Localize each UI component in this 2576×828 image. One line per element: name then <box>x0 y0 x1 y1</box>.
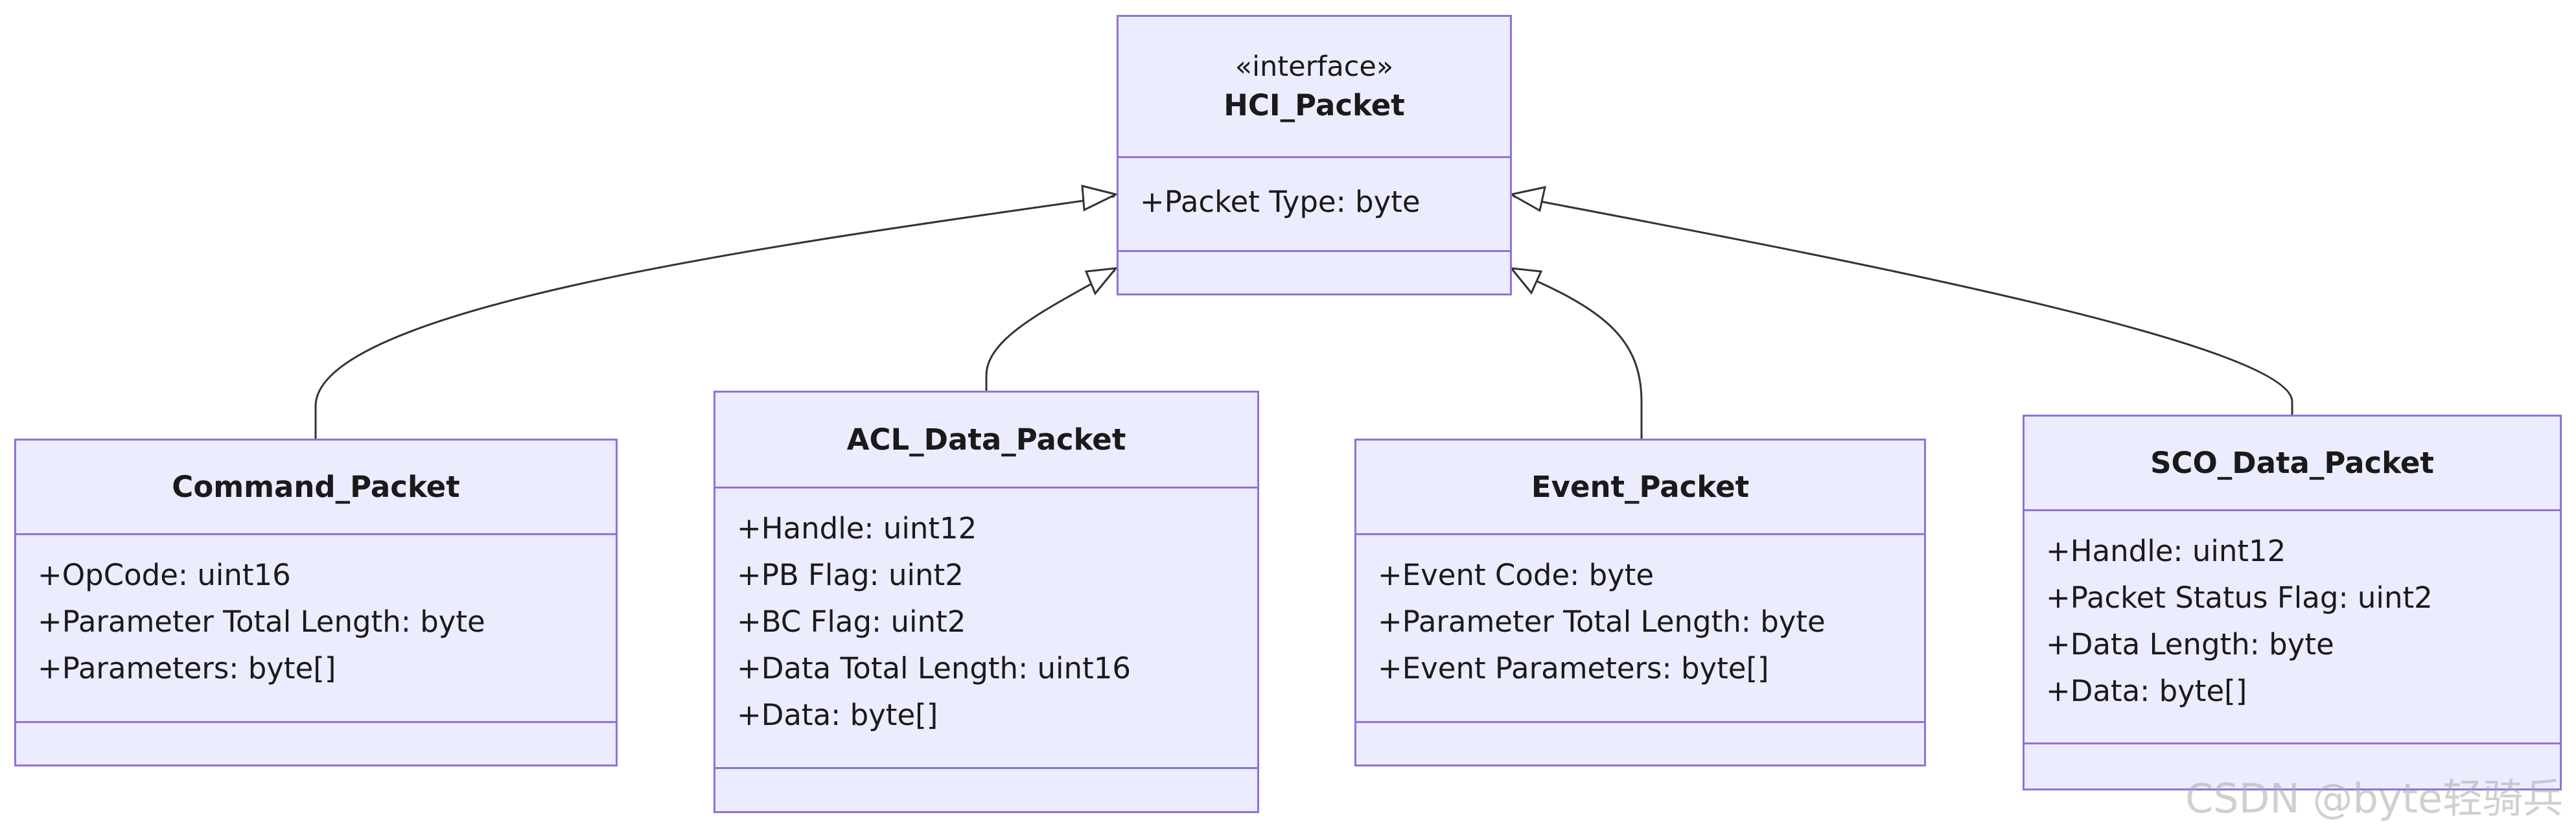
attribute: +Event Parameters: byte[] <box>1378 651 1769 685</box>
arrowhead-command <box>1081 185 1119 212</box>
class-acl-data-packet: ACL_Data_Packet +Handle: uint12 +PB Flag… <box>714 391 1259 813</box>
interface-header: «interface» HCI_Packet <box>1119 17 1510 158</box>
attribute: +OpCode: uint16 <box>38 558 291 592</box>
class-header: SCO_Data_Packet <box>2025 417 2560 511</box>
class-sco-data-packet: SCO_Data_Packet +Handle: uint12 +Packet … <box>2023 415 2562 790</box>
attribute: +Parameter Total Length: byte <box>1378 604 1826 639</box>
class-attributes: +Event Code: byte +Parameter Total Lengt… <box>1356 535 1924 723</box>
class-methods <box>16 723 616 765</box>
interface-attributes: +Packet Type: byte <box>1119 158 1510 252</box>
attribute: +Packet Status Flag: uint2 <box>2046 581 2433 615</box>
edge-acl-to-interface <box>985 270 1115 391</box>
edge-event-to-interface <box>1513 270 1643 439</box>
attribute: +Parameters: byte[] <box>38 651 336 685</box>
class-header: ACL_Data_Packet <box>715 393 1257 489</box>
attribute: +Data Total Length: uint16 <box>737 651 1131 685</box>
edge-sco-to-interface <box>1513 195 2293 415</box>
interface-stereotype: «interface» <box>1235 50 1394 83</box>
attribute: +Handle: uint12 <box>2046 534 2286 568</box>
class-attributes: +OpCode: uint16 +Parameter Total Length:… <box>16 535 616 723</box>
class-methods <box>715 769 1257 811</box>
class-attributes: +Handle: uint12 +PB Flag: uint2 +BC Flag… <box>715 489 1257 769</box>
class-name: Command_Packet <box>172 469 460 504</box>
arrowhead-event <box>1509 267 1543 295</box>
arrowhead-sco <box>1508 186 1546 213</box>
edge-command-to-interface <box>314 195 1115 439</box>
class-command-packet: Command_Packet +OpCode: uint16 +Paramete… <box>14 439 618 766</box>
class-name: SCO_Data_Packet <box>2150 445 2434 480</box>
attribute: +Handle: uint12 <box>737 511 977 546</box>
attribute: +Event Code: byte <box>1378 558 1654 592</box>
attribute: +BC Flag: uint2 <box>737 604 966 639</box>
class-name: Event_Packet <box>1531 469 1750 504</box>
attribute: +Parameter Total Length: byte <box>38 604 485 639</box>
attribute: +Packet Type: byte <box>1140 185 1421 219</box>
arrowhead-acl <box>1084 267 1119 295</box>
interface-hci-packet: «interface» HCI_Packet +Packet Type: byt… <box>1117 15 1512 295</box>
class-methods <box>1356 723 1924 765</box>
class-header: Command_Packet <box>16 441 616 535</box>
attribute: +PB Flag: uint2 <box>737 558 964 592</box>
class-name: ACL_Data_Packet <box>846 422 1126 457</box>
attribute: +Data: byte[] <box>2046 674 2247 708</box>
interface-name: HCI_Packet <box>1224 87 1405 122</box>
class-event-packet: Event_Packet +Event Code: byte +Paramete… <box>1354 439 1926 766</box>
attribute: +Data: byte[] <box>737 698 938 732</box>
attribute: +Data Length: byte <box>2046 627 2334 661</box>
interface-methods <box>1119 252 1510 293</box>
watermark: CSDN @byte轻骑兵 <box>2185 775 2563 822</box>
class-header: Event_Packet <box>1356 441 1924 535</box>
class-attributes: +Handle: uint12 +Packet Status Flag: uin… <box>2025 511 2560 744</box>
